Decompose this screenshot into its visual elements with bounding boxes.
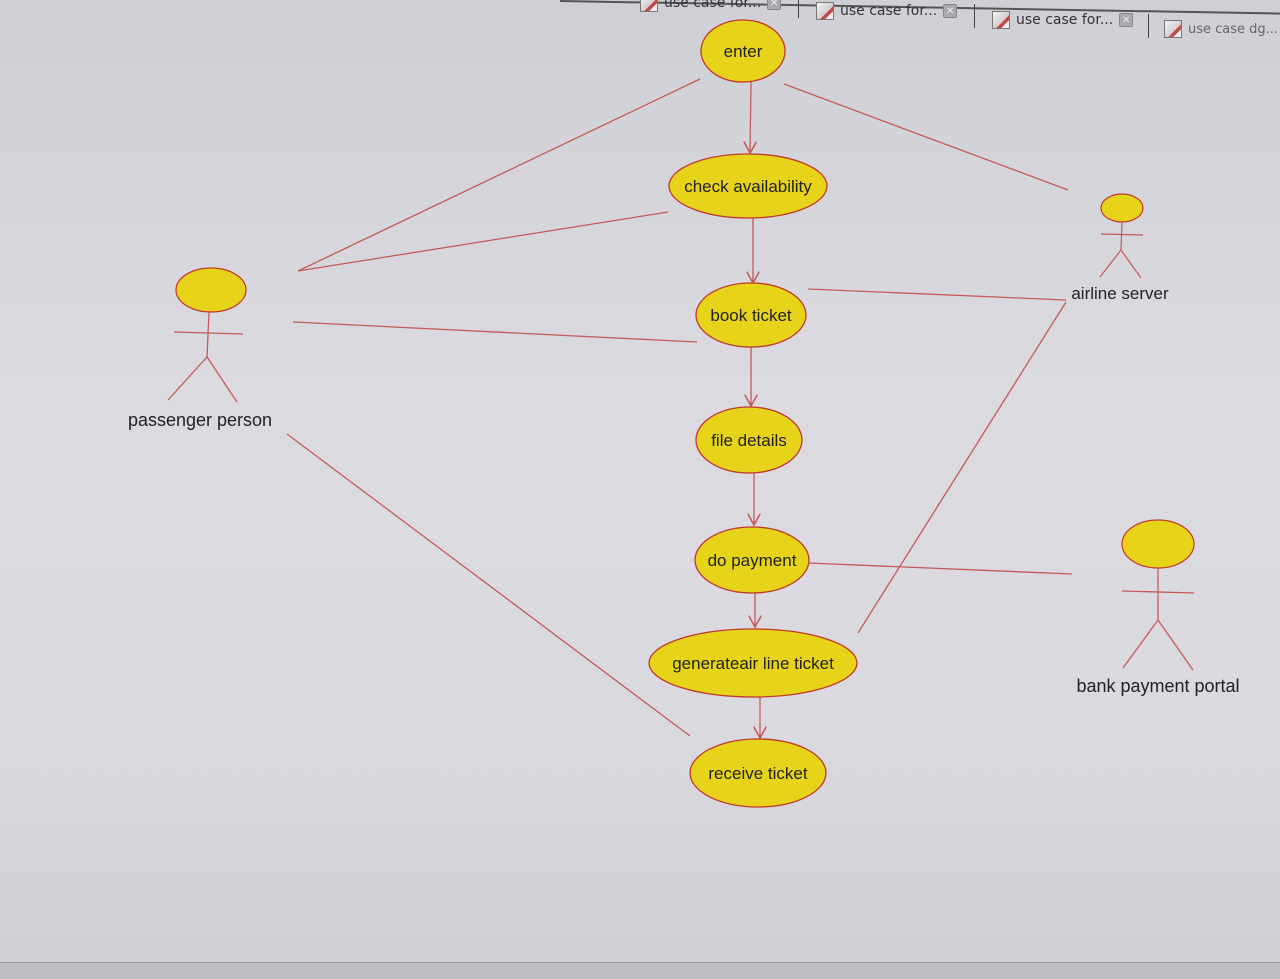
screen-bottom-edge xyxy=(0,962,1280,979)
actor-airline-server[interactable]: airline server xyxy=(1071,193,1169,303)
document-tab-2[interactable]: use case for... ✕ xyxy=(816,2,958,20)
assoc-passenger-book xyxy=(292,321,698,343)
actor-head xyxy=(1121,519,1195,569)
use-case-enter[interactable]: enter xyxy=(700,19,786,83)
close-icon[interactable]: ✕ xyxy=(767,0,782,10)
use-case-receive-ticket[interactable]: receive ticket xyxy=(689,738,827,808)
actor-head xyxy=(1100,193,1144,223)
tab-label: use case dg... xyxy=(1188,21,1279,37)
use-case-label: book ticket xyxy=(710,306,792,325)
actor-head xyxy=(175,267,247,313)
document-tab-bar: use case for... ✕ use case for... ✕ use … xyxy=(0,0,1280,38)
tab-label: use case for... xyxy=(664,0,762,11)
tab-separator xyxy=(1148,14,1149,38)
document-tab-4[interactable]: use case dg... xyxy=(1164,20,1278,38)
actor-stick-figure xyxy=(167,311,244,403)
document-icon xyxy=(640,0,658,12)
actor-stick-figure xyxy=(1099,221,1144,279)
close-icon[interactable]: ✕ xyxy=(1119,13,1134,27)
use-case-label: generateair line ticket xyxy=(672,654,834,673)
flow-arrow-enter-to-check xyxy=(750,81,751,153)
tab-label: use case for... xyxy=(840,3,938,19)
use-case-generate-airline-ticket[interactable]: generateair line ticket xyxy=(648,628,858,698)
tab-separator xyxy=(798,0,799,18)
actor-stick-figure xyxy=(1121,568,1195,671)
use-case-label: do payment xyxy=(708,551,797,570)
use-case-label: receive ticket xyxy=(708,764,807,783)
actor-label: bank payment portal xyxy=(1076,676,1239,696)
use-case-check-availability[interactable]: check availability xyxy=(668,153,828,219)
document-tab-1[interactable]: use case for... ✕ xyxy=(640,0,782,12)
assoc-airline-enter xyxy=(783,83,1069,191)
use-case-book-ticket[interactable]: book ticket xyxy=(695,282,807,348)
actor-passenger-person[interactable]: passenger person xyxy=(128,267,272,430)
use-case-label: check availability xyxy=(684,177,812,196)
actor-label: airline server xyxy=(1071,284,1169,303)
document-icon xyxy=(816,2,834,20)
assoc-passenger-receive xyxy=(286,433,691,737)
actor-label: passenger person xyxy=(128,410,272,430)
tab-separator xyxy=(974,4,975,28)
document-tab-3[interactable]: use case for... ✕ xyxy=(992,11,1134,29)
assoc-passenger-enter xyxy=(297,78,701,272)
assoc-bank-payment xyxy=(807,562,1073,575)
use-case-label: file details xyxy=(711,431,787,450)
document-icon xyxy=(1164,20,1182,38)
use-case-file-details[interactable]: file details xyxy=(695,406,803,474)
close-icon[interactable]: ✕ xyxy=(943,4,958,18)
assoc-airline-book xyxy=(807,288,1067,301)
assoc-airline-generate xyxy=(857,301,1067,634)
use-case-label: enter xyxy=(724,42,763,61)
document-icon xyxy=(992,11,1010,29)
tab-label: use case for... xyxy=(1016,12,1114,28)
assoc-passenger-check xyxy=(297,211,669,272)
use-case-do-payment[interactable]: do payment xyxy=(694,526,810,594)
actor-bank-payment-portal[interactable]: bank payment portal xyxy=(1076,519,1240,696)
